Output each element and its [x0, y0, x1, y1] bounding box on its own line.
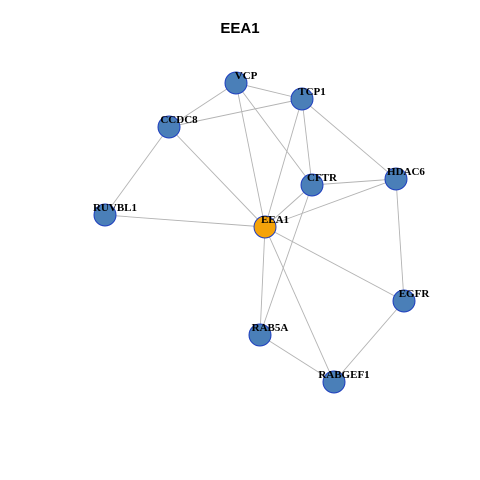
graph-title: EEA1: [220, 20, 260, 37]
edge-cftr-rab5a: [259, 184, 313, 336]
edge-cftr-hdac6: [311, 178, 397, 186]
edge-vcp-cftr: [235, 82, 313, 186]
edge-rab5a-rabgef1: [259, 334, 335, 383]
edge-tcp1-cftr: [301, 98, 313, 186]
node-egfr: [392, 289, 416, 313]
node-tcp1: [290, 87, 314, 111]
node-label-hdac6: HDAC6: [387, 166, 425, 178]
edge-tcp1-hdac6: [301, 98, 397, 180]
edge-vcp-eea1: [235, 82, 266, 228]
edge-egfr-rabgef1: [333, 300, 405, 383]
edge-hdac6-egfr: [395, 178, 405, 302]
node-label-vcp: VCP: [235, 70, 258, 82]
node-hdac6: [384, 167, 408, 191]
edge-hdac6-eea1: [264, 178, 397, 228]
node-label-tcp1: TCP1: [298, 86, 326, 98]
edge-eea1-rab5a: [259, 226, 266, 336]
node-label-rab5a: RAB5A: [252, 322, 289, 334]
node-rabgef1: [322, 370, 346, 394]
node-label-rabgef1: RABGEF1: [318, 369, 369, 381]
node-label-cftr: CFTR: [307, 172, 338, 184]
node-rab5a: [248, 323, 272, 347]
node-label-ccdc8: CCDC8: [160, 114, 198, 126]
node-eea1: [253, 215, 277, 239]
edge-ccdc8-ruvbl1: [104, 126, 170, 216]
node-ruvbl1: [93, 203, 117, 227]
node-label-ruvbl1: RUVBL1: [93, 202, 137, 214]
node-cftr: [300, 173, 324, 197]
edge-vcp-ccdc8: [168, 82, 237, 128]
edge-ccdc8-eea1: [168, 126, 266, 228]
node-label-eea1: EEA1: [261, 214, 289, 226]
edge-ruvbl1-eea1: [104, 214, 266, 228]
nodes-layer: [93, 71, 416, 394]
edge-eea1-egfr: [264, 226, 405, 302]
node-ccdc8: [157, 115, 181, 139]
edge-eea1-rabgef1: [264, 226, 335, 383]
node-vcp: [224, 71, 248, 95]
edge-tcp1-eea1: [264, 98, 303, 228]
edge-tcp1-ccdc8: [168, 98, 303, 128]
node-label-egfr: EGFR: [399, 288, 431, 300]
